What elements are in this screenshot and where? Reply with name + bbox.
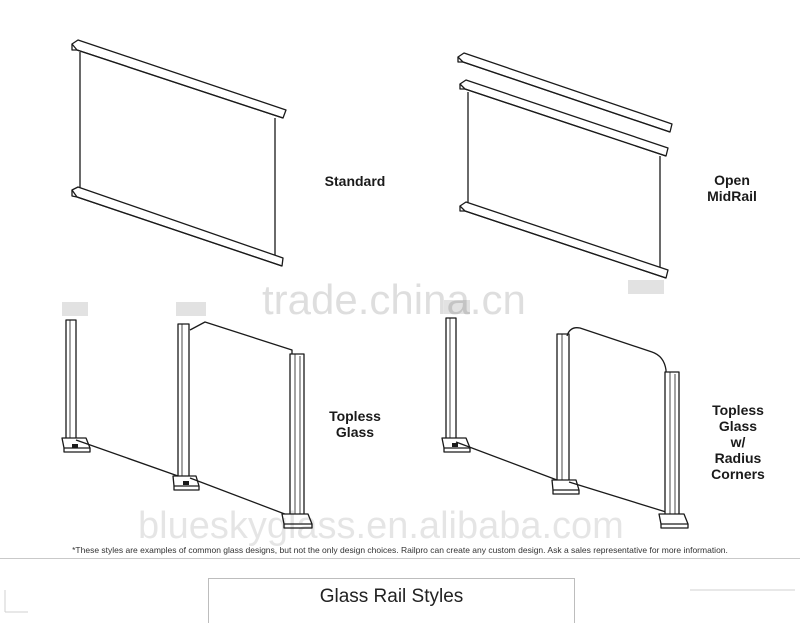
post: [551, 333, 580, 495]
top-rail: [71, 39, 287, 119]
open-midrail-drawing: [457, 52, 673, 279]
mid-rail: [459, 79, 669, 157]
post: [658, 371, 689, 529]
smudge-marks: [62, 280, 664, 316]
bottom-rail: [459, 201, 669, 279]
label-open-midrail: Open MidRail: [707, 172, 757, 204]
title-frame: [208, 578, 575, 623]
post: [61, 319, 91, 453]
top-rail: [457, 52, 673, 133]
footnote: *These styles are examples of common gla…: [72, 545, 728, 555]
label-topless-glass-radius: Topless Glass w/ Radius Corners: [711, 402, 765, 482]
label-standard: Standard: [324, 173, 386, 189]
topless-radius-drawing: [441, 317, 689, 529]
standard-drawing: [71, 39, 287, 267]
watermark-trade-china: trade.china.cn: [262, 276, 526, 323]
post: [172, 323, 200, 491]
post: [441, 317, 471, 453]
topless-glass-drawing: [61, 319, 313, 529]
post: [281, 353, 313, 529]
watermark-bluesky-glass: blueskyglass.en.alibaba.com: [138, 505, 624, 547]
divider: [0, 558, 800, 559]
page-title: Glass Rail Styles: [319, 586, 464, 607]
glass-panel: [189, 321, 293, 516]
label-topless-glass: Topless Glass: [329, 408, 381, 440]
bottom-rail: [71, 186, 284, 267]
glass-panel: [566, 327, 667, 512]
